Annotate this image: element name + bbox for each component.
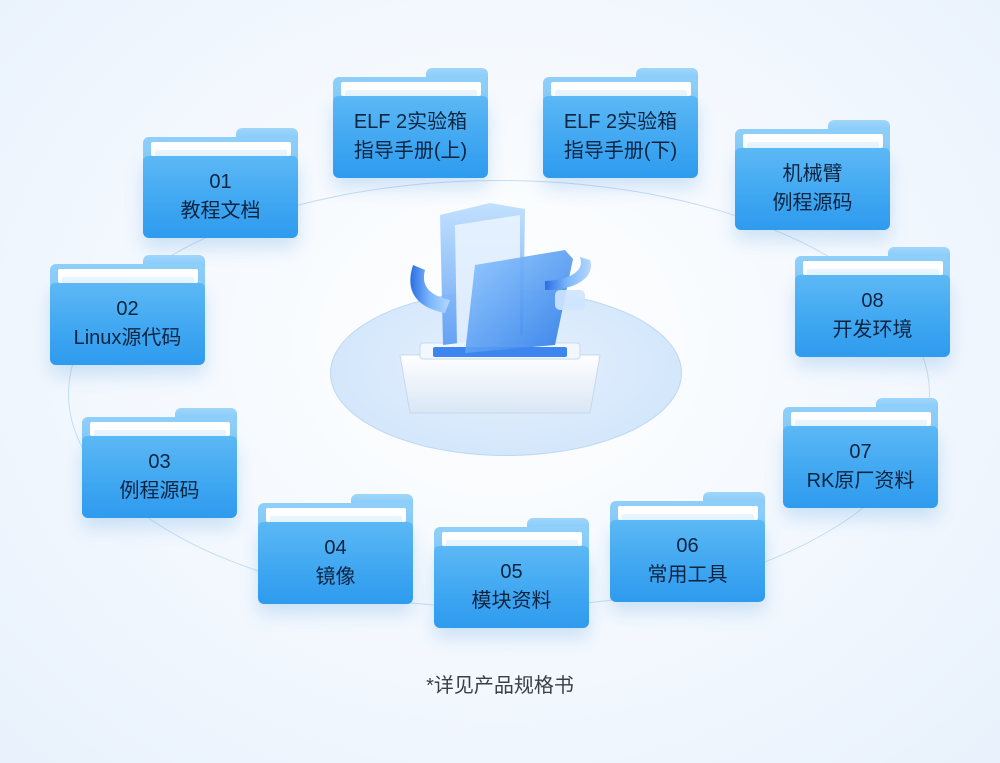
folder-05-module-materials[interactable]: 05 模块资料 (434, 518, 589, 628)
folder-label: 机械臂 例程源码 (735, 148, 890, 230)
folder-line1: ELF 2实验箱 (563, 111, 678, 133)
folder-line2: 指导手册(下) (563, 140, 678, 162)
folder-line1: 01 (209, 171, 232, 193)
folder-04-image[interactable]: 04 镜像 (258, 494, 413, 604)
folder-line2: 指导手册(上) (353, 140, 468, 162)
folder-line1: 机械臂 (782, 163, 843, 185)
folder-02-linux-source[interactable]: 02 Linux源代码 (50, 255, 205, 365)
folder-08-dev-env[interactable]: 08 开发环境 (795, 247, 950, 357)
folder-06-common-tools[interactable]: 06 常用工具 (610, 492, 765, 602)
folder-01-tutorial-docs[interactable]: 01 教程文档 (143, 128, 298, 238)
folder-line2: RK原厂资料 (806, 470, 915, 492)
folder-manual-upper[interactable]: ELF 2实验箱 指导手册(上) (333, 68, 488, 178)
folder-line1: 08 (861, 290, 884, 312)
folder-line2: 开发环境 (832, 319, 913, 341)
folder-03-example-source[interactable]: 03 例程源码 (82, 408, 237, 518)
folder-label: 08 开发环境 (795, 275, 950, 357)
folder-line2: Linux源代码 (73, 327, 182, 349)
folder-label: 06 常用工具 (610, 520, 765, 602)
folder-label: 07 RK原厂资料 (783, 426, 938, 508)
folder-line1: 04 (324, 537, 347, 559)
folder-label: 05 模块资料 (434, 546, 589, 628)
folder-line1: 02 (116, 298, 139, 320)
file-box-3d-icon (395, 195, 605, 420)
folder-line1: 07 (849, 441, 872, 463)
folder-label: 02 Linux源代码 (50, 283, 205, 365)
folder-line2: 例程源码 (772, 192, 853, 214)
folder-label: ELF 2实验箱 指导手册(下) (543, 96, 698, 178)
folder-label: 03 例程源码 (82, 436, 237, 518)
folder-robot-arm-source[interactable]: 机械臂 例程源码 (735, 120, 890, 230)
folder-line2: 模块资料 (471, 590, 552, 612)
folder-label: 01 教程文档 (143, 156, 298, 238)
folder-label: ELF 2实验箱 指导手册(上) (333, 96, 488, 178)
folder-line2: 例程源码 (119, 480, 200, 502)
folder-label: 04 镜像 (258, 522, 413, 604)
folder-line2: 镜像 (315, 566, 356, 588)
folder-line2: 常用工具 (647, 564, 728, 586)
folder-line1: 03 (148, 451, 171, 473)
folder-line1: ELF 2实验箱 (353, 111, 468, 133)
folder-manual-lower[interactable]: ELF 2实验箱 指导手册(下) (543, 68, 698, 178)
folder-line1: 06 (676, 535, 699, 557)
footnote: *详见产品规格书 (426, 675, 574, 697)
folder-07-rk-materials[interactable]: 07 RK原厂资料 (783, 398, 938, 508)
folder-line1: 05 (500, 561, 523, 583)
folder-line2: 教程文档 (180, 200, 261, 222)
